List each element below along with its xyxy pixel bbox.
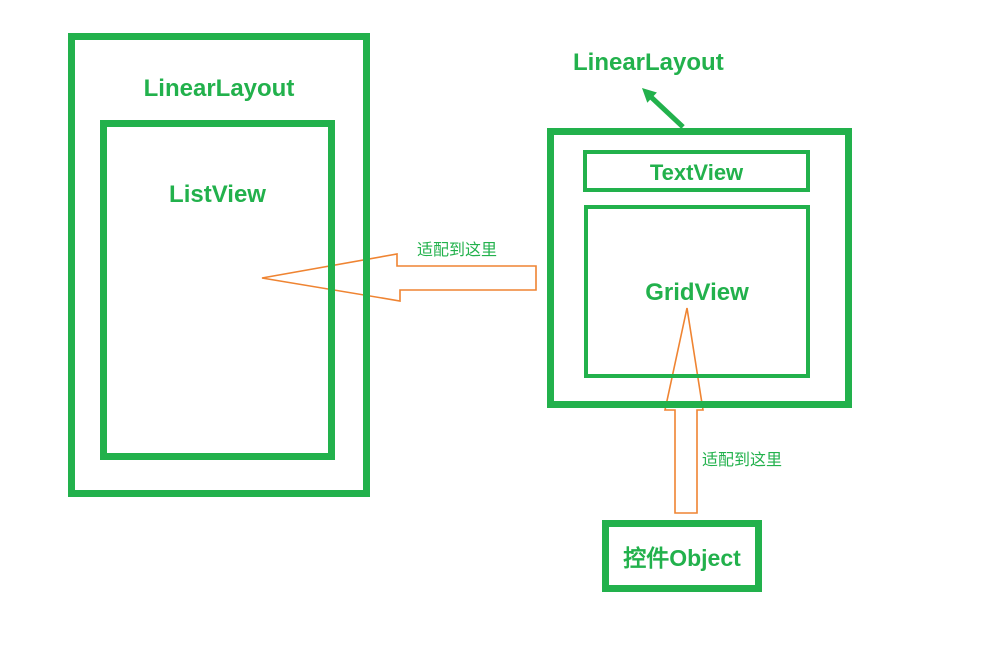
gridview-box <box>584 205 810 378</box>
listview-label: ListView <box>169 181 266 208</box>
left-linearlayout-box <box>68 33 370 497</box>
textview-box <box>583 150 810 192</box>
gridview-label: GridView <box>645 279 749 306</box>
listview-box <box>100 120 335 460</box>
adapt-here-up-annotation: 适配到这里 <box>702 452 783 469</box>
adapt-arrow-left-icon <box>261 253 537 302</box>
linearlayout-pointer-arrow-icon <box>642 88 685 129</box>
right-linearlayout-box <box>547 128 852 408</box>
right-linearlayout-label: LinearLayout <box>573 49 724 76</box>
object-box-label: 控件Object <box>623 545 741 571</box>
adapt-here-left-annotation: 适配到这里 <box>417 242 498 259</box>
textview-label: TextView <box>649 160 744 185</box>
left-linearlayout-label: LinearLayout <box>143 75 295 102</box>
adapt-arrow-up-icon <box>664 307 704 514</box>
object-box: 控件Object <box>602 520 762 592</box>
